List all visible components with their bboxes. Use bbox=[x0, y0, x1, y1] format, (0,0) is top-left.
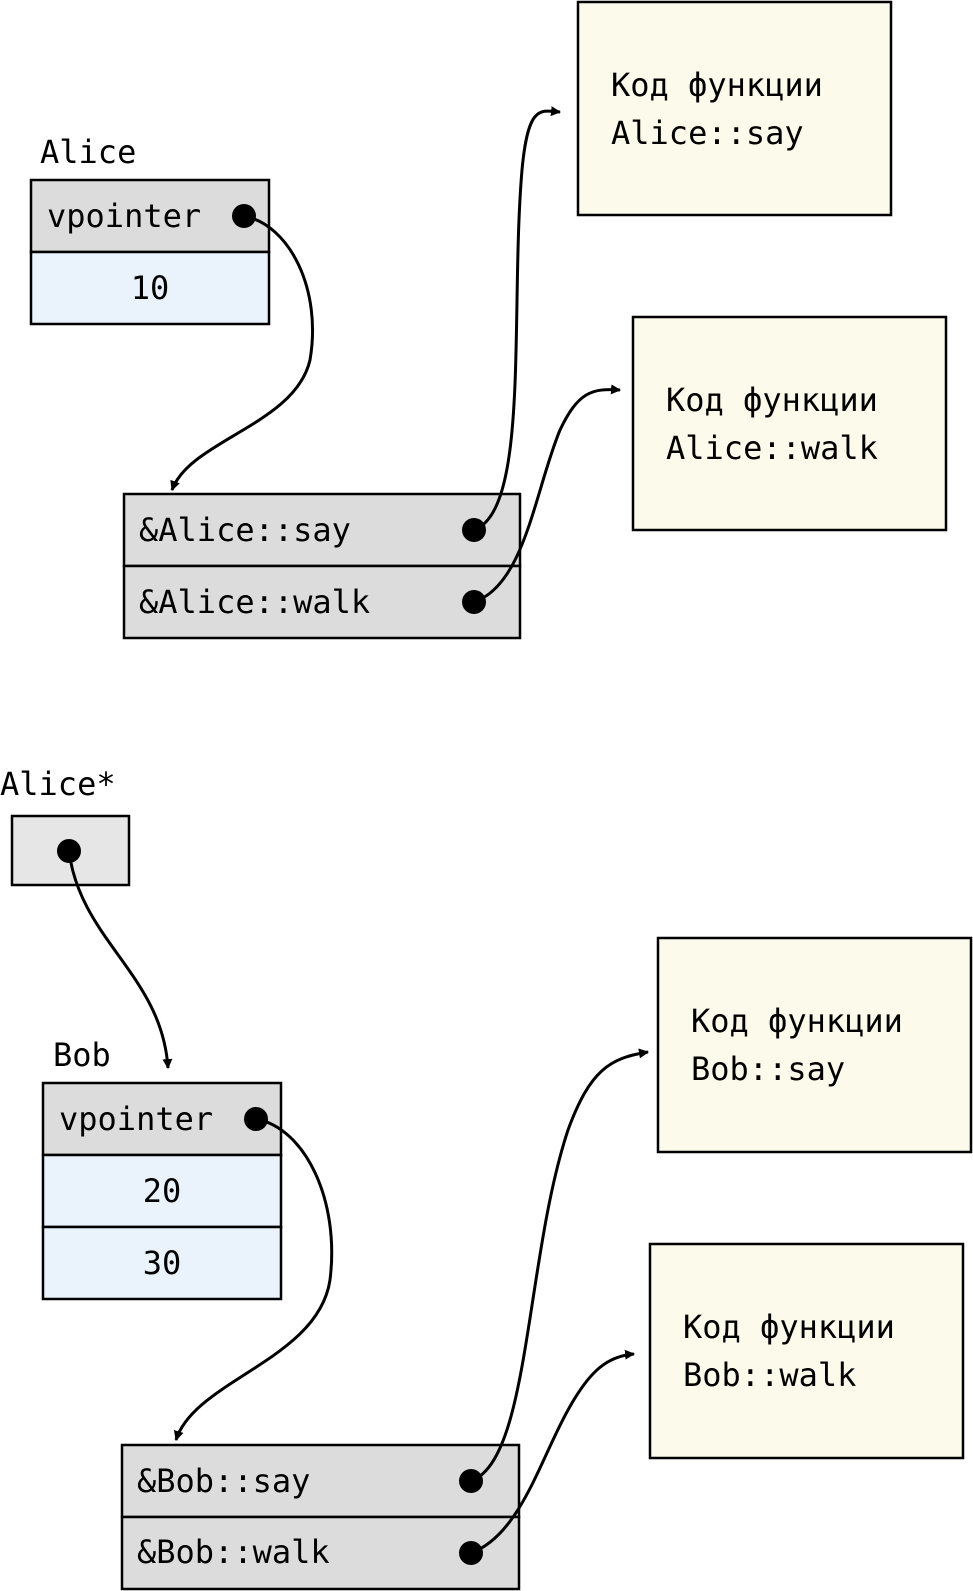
bob-walk-code-box: Код функции Bob::walk bbox=[648, 1242, 965, 1460]
bob-walk-code-line2: Bob::walk bbox=[683, 1356, 856, 1394]
bob-vtable-walk-label: &Bob::walk bbox=[137, 1533, 330, 1571]
alice-vtable: &Alice::say &Alice::walk bbox=[122, 492, 522, 640]
alice-vtable-walk-label: &Alice::walk bbox=[139, 583, 370, 621]
bob-say-code-box: Код функции Bob::say bbox=[656, 936, 973, 1154]
bob-vpointer-label: vpointer bbox=[59, 1100, 213, 1138]
alice-say-code-line2: Alice::say bbox=[611, 114, 804, 152]
pointer-arrow bbox=[67, 850, 173, 1069]
alice-field-cell bbox=[29, 250, 271, 326]
bob-vtable-row-say bbox=[120, 1443, 521, 1519]
alice-say-code-line1: Код функции bbox=[611, 66, 823, 104]
bob-walk-arrow bbox=[470, 1349, 635, 1555]
alice-object: vpointer 10 bbox=[29, 178, 271, 326]
alice-say-code-box: Код функции Alice::say bbox=[576, 0, 893, 217]
bob-vtable-say-label: &Bob::say bbox=[137, 1462, 310, 1500]
alice-walk-code-box: Код функции Alice::walk bbox=[631, 315, 948, 532]
bob-field-value-2: 30 bbox=[143, 1244, 182, 1282]
alice-vtable-row-walk bbox=[122, 564, 522, 640]
bob-field-cell-1 bbox=[41, 1153, 283, 1229]
alice-field-value: 10 bbox=[131, 269, 170, 307]
alice-walk-arrow bbox=[473, 384, 621, 604]
bob-vpointer-arrow bbox=[173, 1117, 334, 1441]
alice-vpointer-label: vpointer bbox=[47, 197, 201, 235]
alice-vpointer-cell bbox=[29, 178, 271, 254]
bob-vtable: &Bob::say &Bob::walk bbox=[120, 1443, 521, 1591]
alice-vpointer-arrow bbox=[170, 214, 315, 491]
bob-field-cell-2 bbox=[41, 1225, 283, 1301]
bob-object-label: Bob bbox=[53, 1036, 111, 1074]
alice-walk-code-line2: Alice::walk bbox=[666, 429, 878, 467]
alice-object-label: Alice bbox=[40, 133, 136, 171]
alice-vtable-row-say bbox=[122, 492, 522, 568]
bob-field-value-1: 20 bbox=[143, 1172, 182, 1210]
bob-say-code-line2: Bob::say bbox=[691, 1050, 845, 1088]
bob-walk-code-line1: Код функции bbox=[683, 1308, 895, 1346]
alice-pointer-box bbox=[10, 814, 131, 887]
alice-say-arrow bbox=[473, 106, 561, 532]
pointer-label: Alice* bbox=[0, 765, 116, 803]
bob-say-arrow bbox=[470, 1048, 649, 1483]
bob-object: vpointer 20 30 bbox=[41, 1081, 283, 1301]
bob-say-code-line1: Код функции bbox=[691, 1002, 903, 1040]
bob-vtable-row-walk bbox=[120, 1515, 521, 1591]
alice-walk-code-line1: Код функции bbox=[666, 381, 878, 419]
alice-vtable-say-label: &Alice::say bbox=[139, 511, 351, 549]
